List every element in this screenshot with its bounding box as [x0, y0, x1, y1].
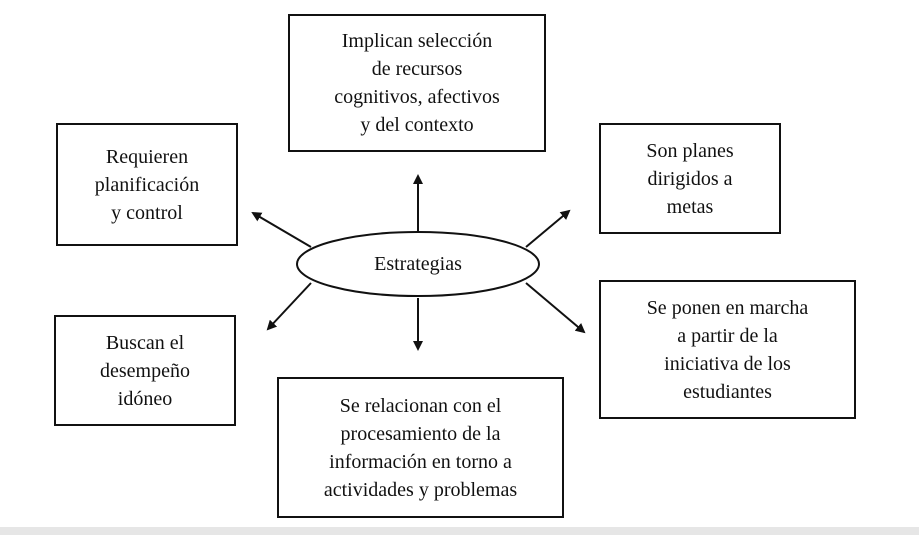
box-line: Son planes — [646, 139, 734, 162]
box-line: planificación — [94, 173, 200, 196]
box-lower-right: Se ponen en marcha a partir de la inicia… — [599, 280, 856, 419]
box-line: y control — [111, 201, 183, 224]
center-label: Estrategias — [374, 253, 462, 275]
box-line: Se relacionan con el — [339, 394, 502, 417]
box-upper-right: Son planes dirigidos a metas — [599, 123, 781, 234]
box-line: desempeño — [100, 359, 190, 382]
box-line: idóneo — [117, 387, 173, 410]
box-line: actividades y problemas — [323, 478, 518, 501]
center-ellipse — [296, 231, 540, 297]
arrow-lower-right — [525, 282, 586, 334]
box-line: Se ponen en marcha — [646, 296, 809, 319]
box-line: cognitivos, afectivos — [334, 86, 500, 108]
arrow-upper-right — [525, 209, 571, 248]
box-line: información en torno a — [329, 450, 512, 473]
bottom-page-edge — [0, 527, 919, 535]
arrow-lower-left — [266, 282, 312, 331]
box-line: Requieren — [105, 145, 189, 168]
box-line: dirigidos a — [647, 167, 733, 190]
box-line: iniciativa de los — [664, 352, 791, 375]
arrow-upper-left — [251, 211, 312, 248]
box-top: Implican selección de recursos cognitivo… — [288, 14, 546, 152]
box-line: estudiantes — [683, 380, 772, 403]
box-line: a partir de la — [677, 324, 778, 347]
box-line: de recursos — [371, 58, 463, 80]
box-line: y del contexto — [360, 114, 474, 136]
box-line: Implican selección — [341, 30, 493, 52]
box-line: Buscan el — [105, 331, 185, 354]
box-line: metas — [666, 195, 714, 218]
box-upper-left: Requieren planificación y control — [56, 123, 238, 246]
box-lower-left: Buscan el desempeño idóneo — [54, 315, 236, 426]
box-bottom: Se relacionan con el procesamiento de la… — [277, 377, 564, 518]
box-line: procesamiento de la — [340, 422, 501, 445]
